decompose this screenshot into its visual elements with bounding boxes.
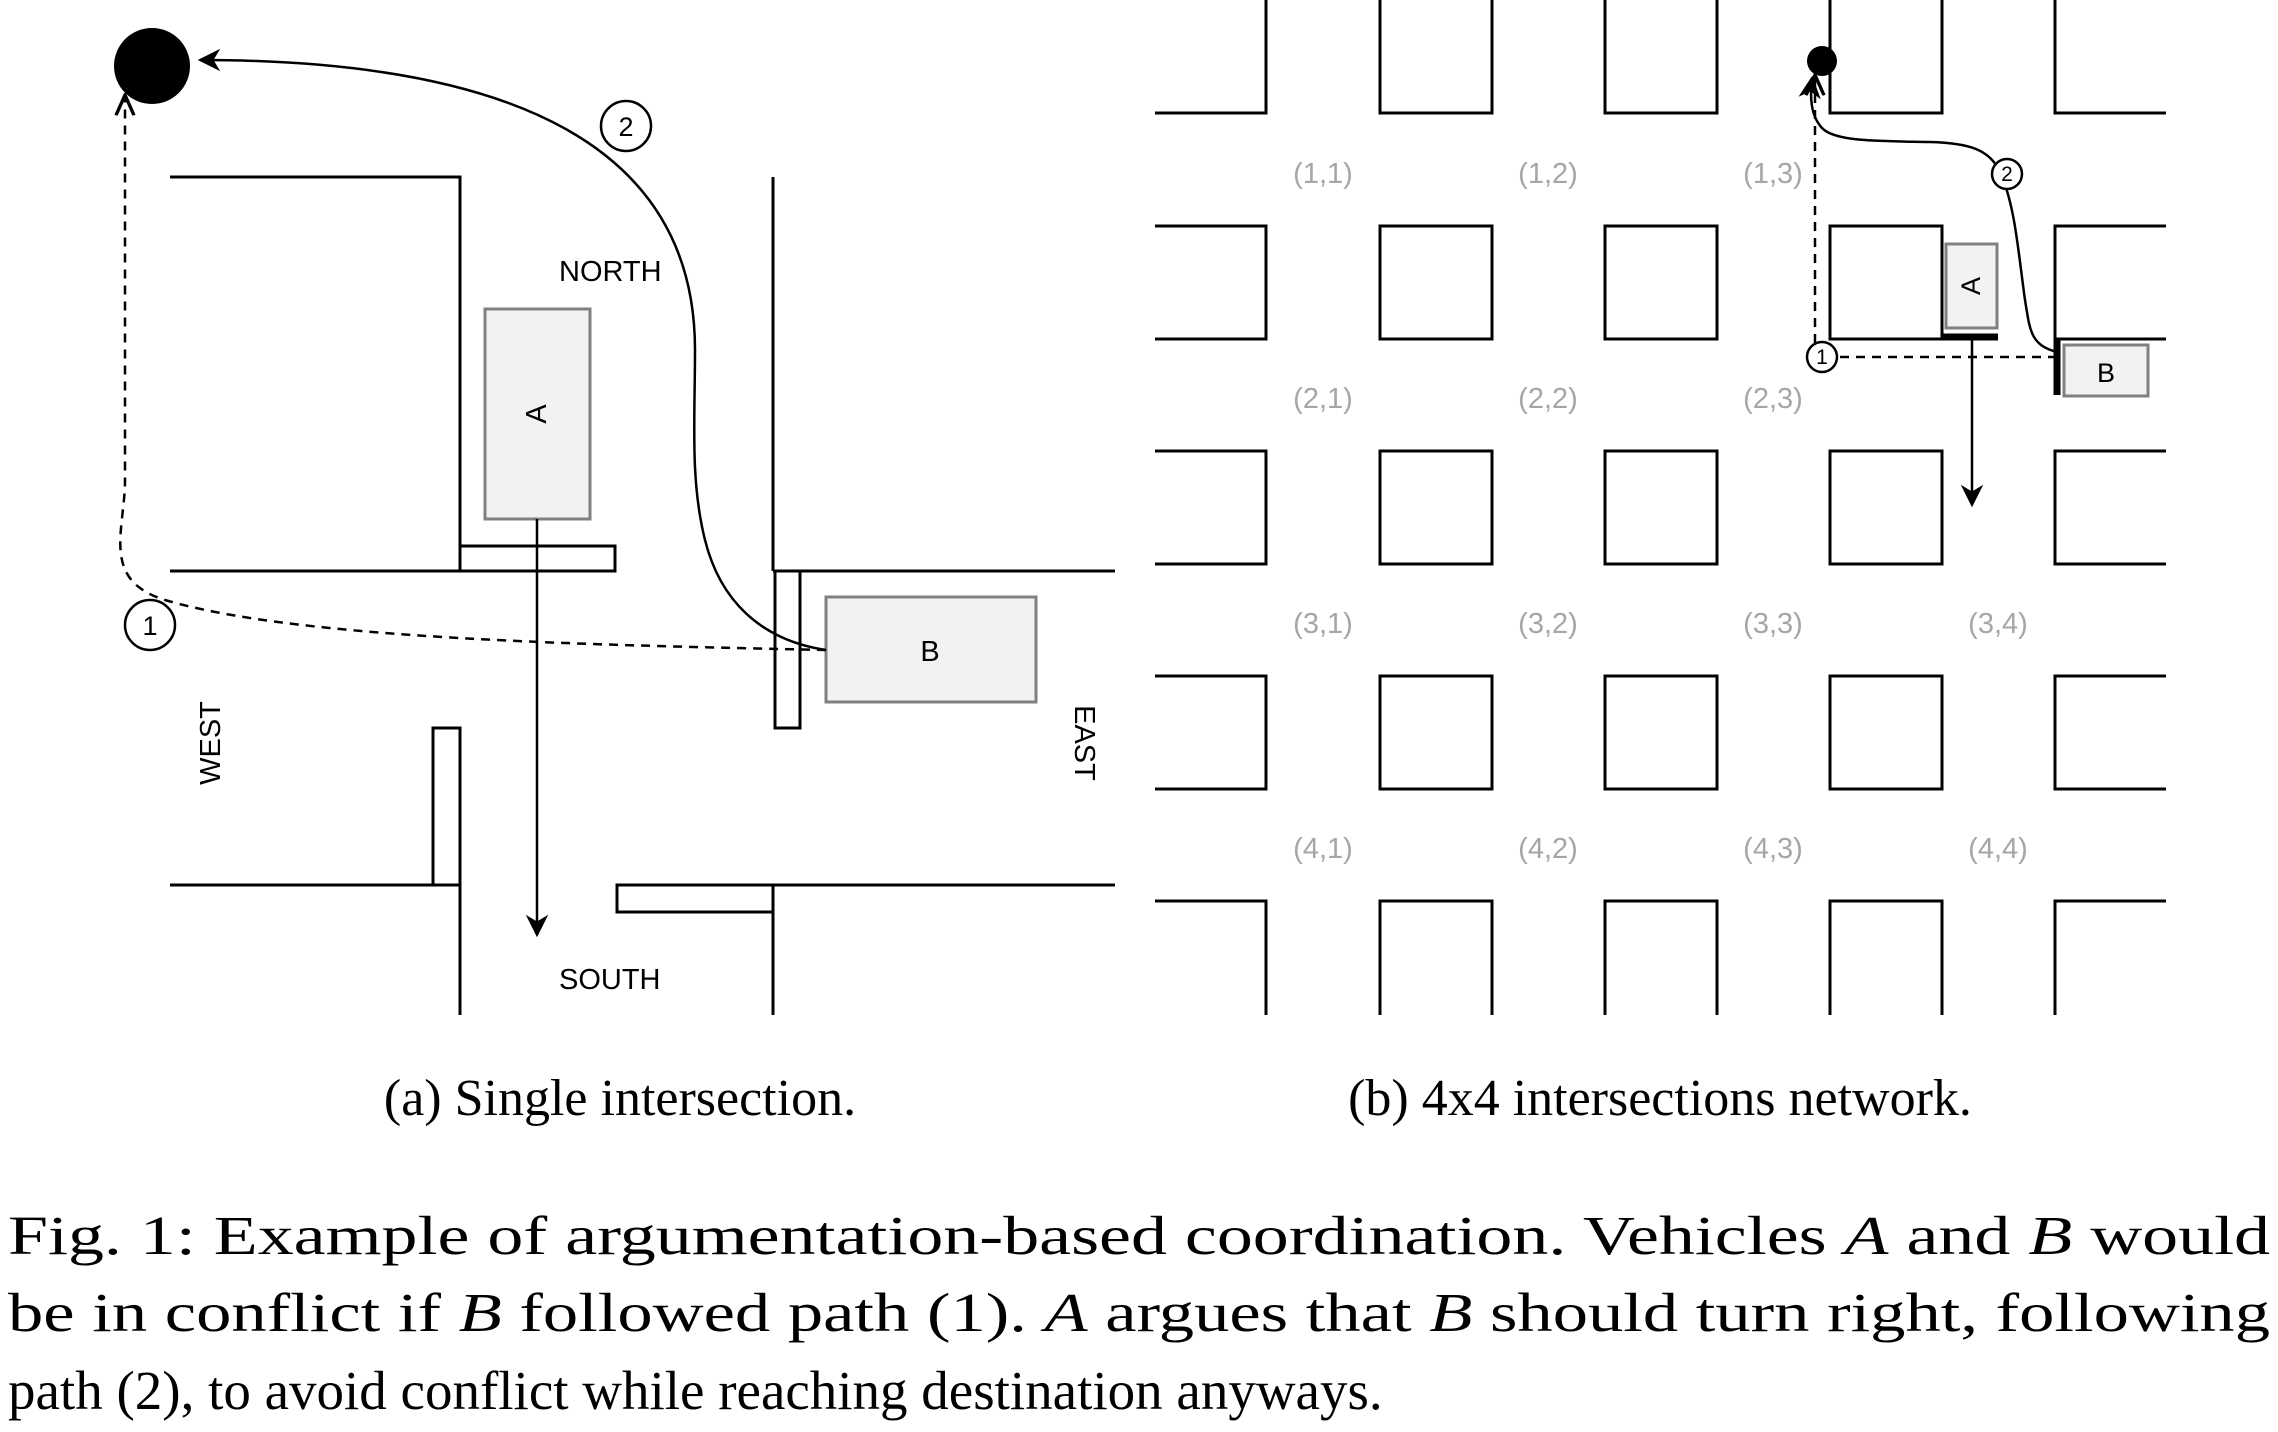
cell-label: (3,2) bbox=[1518, 608, 1578, 640]
caption-line-2: be in conflict if B followed path (1). A… bbox=[8, 1282, 2270, 1343]
caption-line-1: Fig. 1: Example of argumentation-based c… bbox=[8, 1205, 2270, 1266]
label-north: NORTH bbox=[559, 256, 662, 288]
network-destination-marker bbox=[1807, 46, 1837, 76]
vehicle-a-label: A bbox=[521, 404, 553, 424]
path-2-marker: 2 bbox=[599, 99, 653, 153]
svg-text:B: B bbox=[2097, 358, 2115, 388]
path-2-solid bbox=[197, 48, 827, 652]
path-1-marker: 1 bbox=[123, 598, 177, 652]
panel-b-diagram: (1,1) (1,2) (1,3) (2,1) (2,2) (2,3) (3,1… bbox=[1155, 0, 2166, 1127]
cell-label: (2,3) bbox=[1743, 383, 1803, 415]
network-path-2-solid bbox=[1798, 75, 2058, 354]
svg-text:1: 1 bbox=[142, 611, 157, 641]
figure-caption: Fig. 1: Example of argumentation-based c… bbox=[8, 1205, 2270, 1421]
cell-label: (3,3) bbox=[1743, 608, 1803, 640]
stop-lines bbox=[431, 544, 802, 914]
svg-text:A: A bbox=[1956, 277, 1986, 295]
label-east: EAST bbox=[1068, 705, 1100, 781]
svg-text:2: 2 bbox=[2001, 163, 2013, 186]
cell-labels: (1,1) (1,2) (1,3) (2,1) (2,2) (2,3) (3,1… bbox=[1293, 158, 2028, 865]
network-path-2-marker: 2 bbox=[1990, 157, 2024, 191]
destination-marker bbox=[114, 28, 190, 104]
svg-text:2: 2 bbox=[618, 112, 633, 142]
label-south: SOUTH bbox=[559, 964, 661, 996]
cell-label: (3,1) bbox=[1293, 608, 1353, 640]
cell-label: (4,3) bbox=[1743, 833, 1803, 865]
cell-label: (1,3) bbox=[1743, 158, 1803, 190]
caption-b: (b) 4x4 intersections network. bbox=[1348, 1070, 1972, 1127]
cell-label: (2,2) bbox=[1518, 383, 1578, 415]
network-path-1-marker: 1 bbox=[1805, 340, 1839, 374]
vehicle-b: B bbox=[824, 595, 1038, 704]
network-vehicle-a: A bbox=[1944, 242, 1999, 330]
cell-label: (4,2) bbox=[1518, 833, 1578, 865]
cell-label: (1,2) bbox=[1518, 158, 1578, 190]
svg-text:1: 1 bbox=[1816, 346, 1828, 369]
cell-label: (4,4) bbox=[1968, 833, 2028, 865]
path-1-dashed bbox=[120, 95, 827, 652]
cell-label: (1,1) bbox=[1293, 158, 1353, 190]
panel-a-diagram: A B 1 2 NORTH SOUTH WEST EAST (a) Single… bbox=[114, 28, 1115, 1127]
grid-blocks bbox=[1155, 0, 2166, 1015]
cell-label: (4,1) bbox=[1293, 833, 1353, 865]
cell-label: (2,1) bbox=[1293, 383, 1353, 415]
vehicle-b-label: B bbox=[920, 636, 939, 668]
network-path-1-dashed bbox=[1815, 75, 2057, 359]
caption-line-3: path (2), to avoid conflict while reachi… bbox=[8, 1360, 1383, 1421]
cell-label: (3,4) bbox=[1968, 608, 2028, 640]
vehicle-a: A bbox=[483, 307, 592, 521]
caption-a: (a) Single intersection. bbox=[384, 1070, 856, 1127]
network-vehicle-b: B bbox=[2062, 343, 2150, 398]
label-west: WEST bbox=[195, 701, 227, 785]
